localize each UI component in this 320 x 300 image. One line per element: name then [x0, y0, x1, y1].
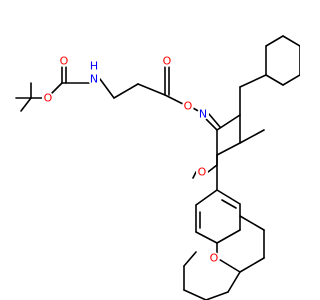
atom-label-text: O [198, 166, 207, 179]
bond [183, 251, 197, 267]
bond [99, 78, 115, 99]
bond [183, 289, 207, 300]
atom-label-text: O [44, 92, 53, 105]
bond [192, 171, 197, 179]
bond [239, 215, 265, 231]
atom-label-carbamate-nh: H [88, 60, 100, 73]
bond [216, 229, 241, 244]
bond [137, 83, 166, 96]
atom-label-text: H [90, 60, 98, 73]
bond [208, 113, 221, 128]
atom-label-ester-o-carbonyl: O [161, 55, 173, 68]
atom-label-chroman-o: O [208, 252, 220, 265]
bond [164, 94, 184, 105]
atom-label-text: O [210, 252, 219, 265]
molecule-structure-canvas: O O H N O O N O O [15, 35, 300, 300]
bond [20, 97, 32, 112]
atom-label-carbamate-o-ether: O [42, 92, 54, 105]
bond [282, 74, 300, 86]
bond [216, 257, 241, 273]
bond [227, 271, 241, 293]
atom-label-oxime-n: N [197, 108, 209, 121]
bond [195, 189, 218, 206]
bond [195, 231, 218, 244]
bond [282, 35, 300, 47]
bond [239, 257, 265, 273]
atom-label-pyranone-o: O [196, 166, 208, 179]
bond [205, 291, 229, 300]
atom-label-oxime-o: O [182, 100, 194, 113]
molecule-structure-svg: O O H N O O N O O [15, 35, 300, 300]
bond [239, 129, 265, 144]
bond [265, 35, 284, 47]
bond [207, 164, 218, 173]
bond [204, 117, 218, 131]
bond [216, 114, 241, 131]
atom-label-text: O [184, 100, 193, 113]
atom-label-carbamate-o-carbonyl: O [58, 55, 70, 68]
bond [51, 82, 63, 94]
bond [239, 74, 267, 88]
bond [113, 83, 139, 99]
atom-label-text: N [90, 73, 98, 86]
bond [265, 74, 284, 86]
atom-label-text: O [163, 55, 172, 68]
bond [216, 189, 241, 205]
atom-label-text: O [60, 55, 69, 68]
atom-label-carbamate-n: N [88, 73, 100, 86]
atom-label-text: N [199, 108, 207, 121]
bond [221, 199, 237, 209]
bond [216, 142, 241, 156]
